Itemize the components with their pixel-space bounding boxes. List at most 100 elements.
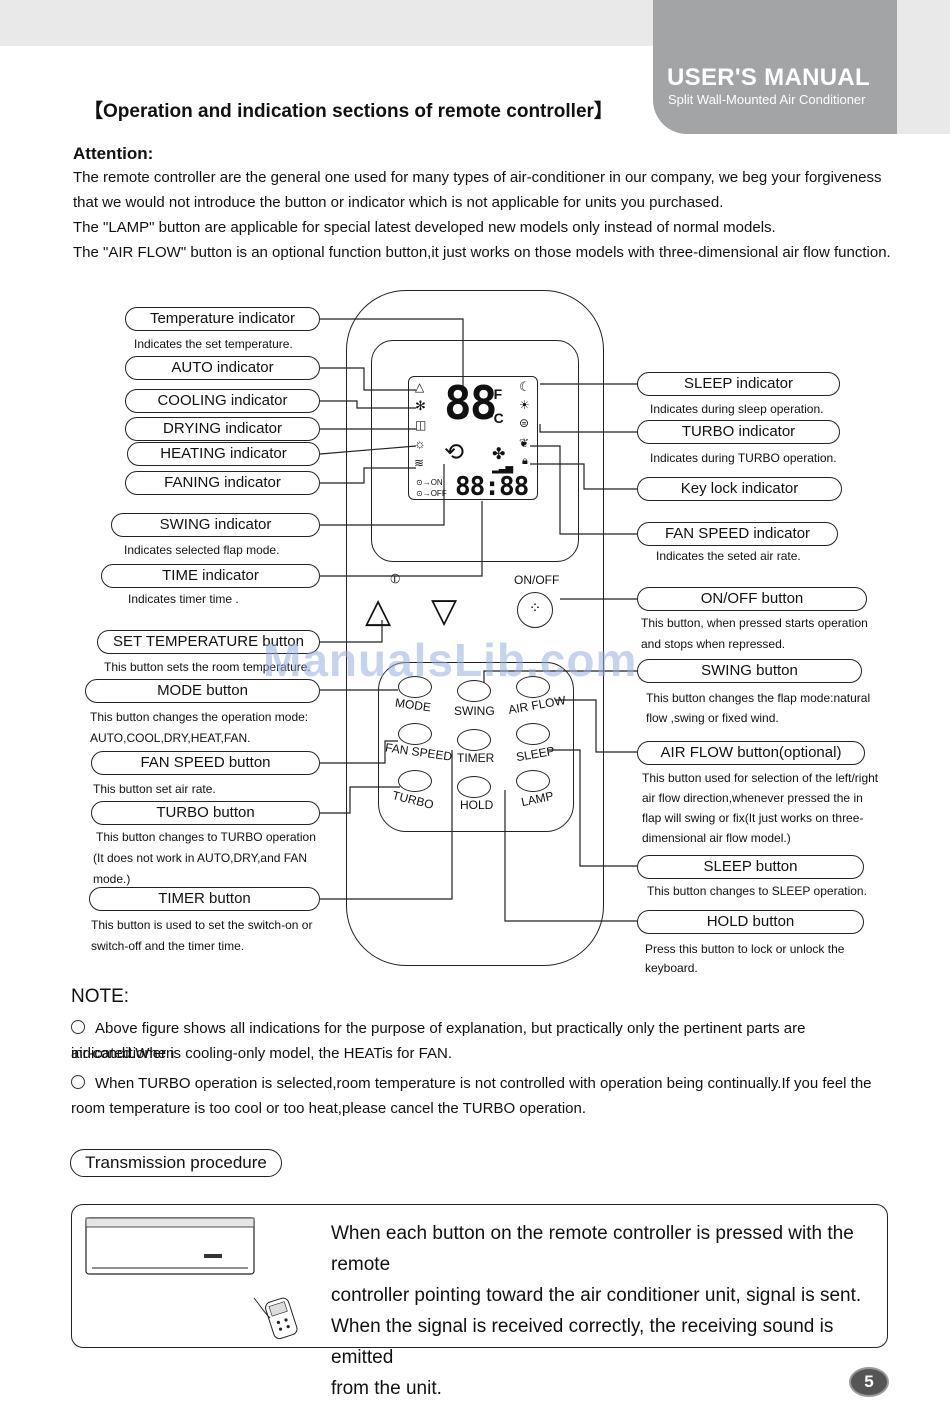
bullet-circle-icon xyxy=(71,1020,85,1034)
attention-heading: Attention: xyxy=(73,144,154,163)
turbo-button-callout: TURBO button xyxy=(91,801,320,825)
lamp-button[interactable] xyxy=(516,770,550,792)
remote-lcd xyxy=(408,376,538,500)
sleep-indicator-desc: Indicates during sleep operation. xyxy=(650,402,824,416)
airflow-button-desc: dimensional air flow model.) xyxy=(642,831,791,845)
remote-display-frame xyxy=(371,340,579,562)
sleep-button-desc: This button changes to SLEEP operation. xyxy=(647,884,867,898)
timer-button-desc: switch-off and the timer time. xyxy=(91,939,245,953)
mode-button-desc: AUTO,COOL,DRY,HEAT,FAN. xyxy=(90,731,251,745)
timer-button[interactable] xyxy=(457,729,491,751)
airflow-button-desc: air flow direction,whenever pressed the … xyxy=(642,791,863,805)
turbo-icon: ⊜ xyxy=(519,416,530,430)
sleep-icon: ☾ xyxy=(519,379,531,394)
attention-line: The "LAMP" button are applicable for spe… xyxy=(73,219,776,236)
fan-speed-bars-icon: ▂▃▅ xyxy=(492,463,513,474)
timer-button-desc: This button is used to set the switch-on… xyxy=(91,918,313,932)
time-indicator-label: TIME indicator xyxy=(101,564,320,588)
mode-button-callout: MODE button xyxy=(85,679,320,703)
cooling-icon: ✻ xyxy=(415,398,426,413)
watermark: ManualsLib.com xyxy=(263,634,638,686)
lcd-on-label: ⊙→ON xyxy=(416,478,443,487)
hold-button-label: HOLD xyxy=(460,798,494,812)
set-temperature-button-label: SET TEMPERATURE button xyxy=(97,630,320,654)
note-line: When TURBO operation is selected,room te… xyxy=(71,1071,887,1096)
transmission-line: from the unit. xyxy=(331,1378,442,1399)
swing-indicator-desc: Indicates selected flap mode. xyxy=(124,543,280,557)
lcd-off-label: ⊙→OFF xyxy=(416,489,447,498)
temp-down-button[interactable]: ▽ xyxy=(431,592,458,630)
auto-icon: △ xyxy=(415,380,425,394)
attention-line: The "AIR FLOW" button is an optional fun… xyxy=(73,244,891,261)
manual-tab-edge xyxy=(897,0,950,134)
lock-icon: 🔒︎ xyxy=(522,455,528,467)
mode-button-desc: This button changes the operation mode: xyxy=(90,710,309,724)
faning-indicator-label: FANING indicator xyxy=(125,471,320,495)
lcd-unit-f: °F xyxy=(488,386,503,402)
sleep-button-callout: SLEEP button xyxy=(637,855,864,879)
sleep-button[interactable] xyxy=(516,723,550,745)
time-indicator-desc: Indicates timer time . xyxy=(128,592,239,606)
onoff-button-desc: and stops when repressed. xyxy=(641,637,786,651)
transmission-text: When each button on the remote controlle… xyxy=(331,1218,891,1404)
airflow-button-desc: This button used for selection of the le… xyxy=(642,771,879,785)
lcd-unit-c: °C xyxy=(488,410,504,426)
mode-button[interactable] xyxy=(398,676,432,698)
swing-button-callout: SWING button xyxy=(637,659,862,683)
transmission-box xyxy=(71,1204,888,1348)
swing-icon: ⟲ xyxy=(444,439,465,466)
turbo-button-desc: mode.) xyxy=(93,872,131,886)
turbo-indicator-desc: Indicates during TURBO operation. xyxy=(650,451,837,465)
note-heading: NOTE: xyxy=(71,986,130,1007)
ir-emitter-icon: ⦶ xyxy=(390,570,401,586)
hold-button[interactable] xyxy=(457,776,491,798)
onoff-button-callout: ON/OFF button xyxy=(637,587,867,611)
turbo-button-desc: This button changes to TURBO operation xyxy=(96,830,316,844)
bullet-circle-icon xyxy=(71,1075,85,1089)
onoff-button[interactable]: ⁘ xyxy=(517,592,553,628)
section-title: 【Operation and indication sections of re… xyxy=(84,101,613,122)
airflow-button[interactable] xyxy=(516,676,550,698)
turbo-indicator-label: TURBO indicator xyxy=(637,420,840,444)
airflow-button-desc: flap will swing or fix(It just works on … xyxy=(642,811,864,825)
faning-icon: ≋ xyxy=(414,456,425,470)
hold-button-desc: Press this button to lock or unlock the xyxy=(645,942,845,956)
transmission-heading: Transmission procedure xyxy=(70,1149,282,1177)
heating-indicator-label: HEATING indicator xyxy=(127,442,320,466)
attention-line: The remote controller are the general on… xyxy=(73,169,882,186)
swing-button-desc: This button changes the flap mode:natura… xyxy=(646,691,871,705)
onoff-button-desc: This button, when pressed starts operati… xyxy=(641,616,868,630)
timer-button-callout: TIMER button xyxy=(89,887,320,911)
lcd-time: 88:88 xyxy=(455,472,529,502)
hold-button-callout: HOLD button xyxy=(637,910,864,934)
turbo-button-desc: (It does not work in AUTO,DRY,and FAN xyxy=(93,851,308,865)
cooling-indicator-label: COOLING indicator xyxy=(125,389,320,413)
turbo-button[interactable] xyxy=(398,770,432,792)
attention-line: that we would not introduce the button o… xyxy=(73,194,724,211)
airflow-icon: ❦ xyxy=(519,436,530,450)
heating-icon: ☼ xyxy=(414,436,426,451)
note-line: room temperature is too cool or too heat… xyxy=(71,1100,587,1117)
drying-indicator-label: DRYING indicator xyxy=(125,417,320,441)
timer-button-label: TIMER xyxy=(457,751,495,765)
temperature-indicator-label: Temperature indicator xyxy=(125,307,320,331)
key-lock-indicator-label: Key lock indicator xyxy=(637,477,842,501)
swing-button[interactable] xyxy=(457,680,491,702)
sleep-indicator-label: SLEEP indicator xyxy=(637,372,840,396)
set-temperature-button-desc: This button sets the room temperature. xyxy=(104,660,311,674)
temp-up-button[interactable]: △ xyxy=(365,592,392,630)
fan-speed-indicator-desc: Indicates the seted air rate. xyxy=(656,549,801,563)
lcd-temperature: 88 xyxy=(444,376,497,430)
transmission-line: When the signal is received correctly, t… xyxy=(331,1316,834,1368)
fan-icon: ✤ xyxy=(492,446,506,463)
swing-indicator-label: SWING indicator xyxy=(111,513,320,537)
manual-title: USER'S MANUAL xyxy=(667,64,870,91)
onoff-label: ON/OFF xyxy=(514,573,560,587)
note-line: air-conditioner is cooling-only model, t… xyxy=(71,1045,452,1062)
page-number: 5 xyxy=(849,1367,889,1397)
note-line: Above figure shows all indications for t… xyxy=(71,1020,806,1062)
remote-controller xyxy=(346,290,604,966)
fan-speed-button[interactable] xyxy=(398,723,432,745)
lamp-icon: ☀ xyxy=(519,398,530,412)
transmission-line: controller pointing toward the air condi… xyxy=(331,1285,862,1306)
